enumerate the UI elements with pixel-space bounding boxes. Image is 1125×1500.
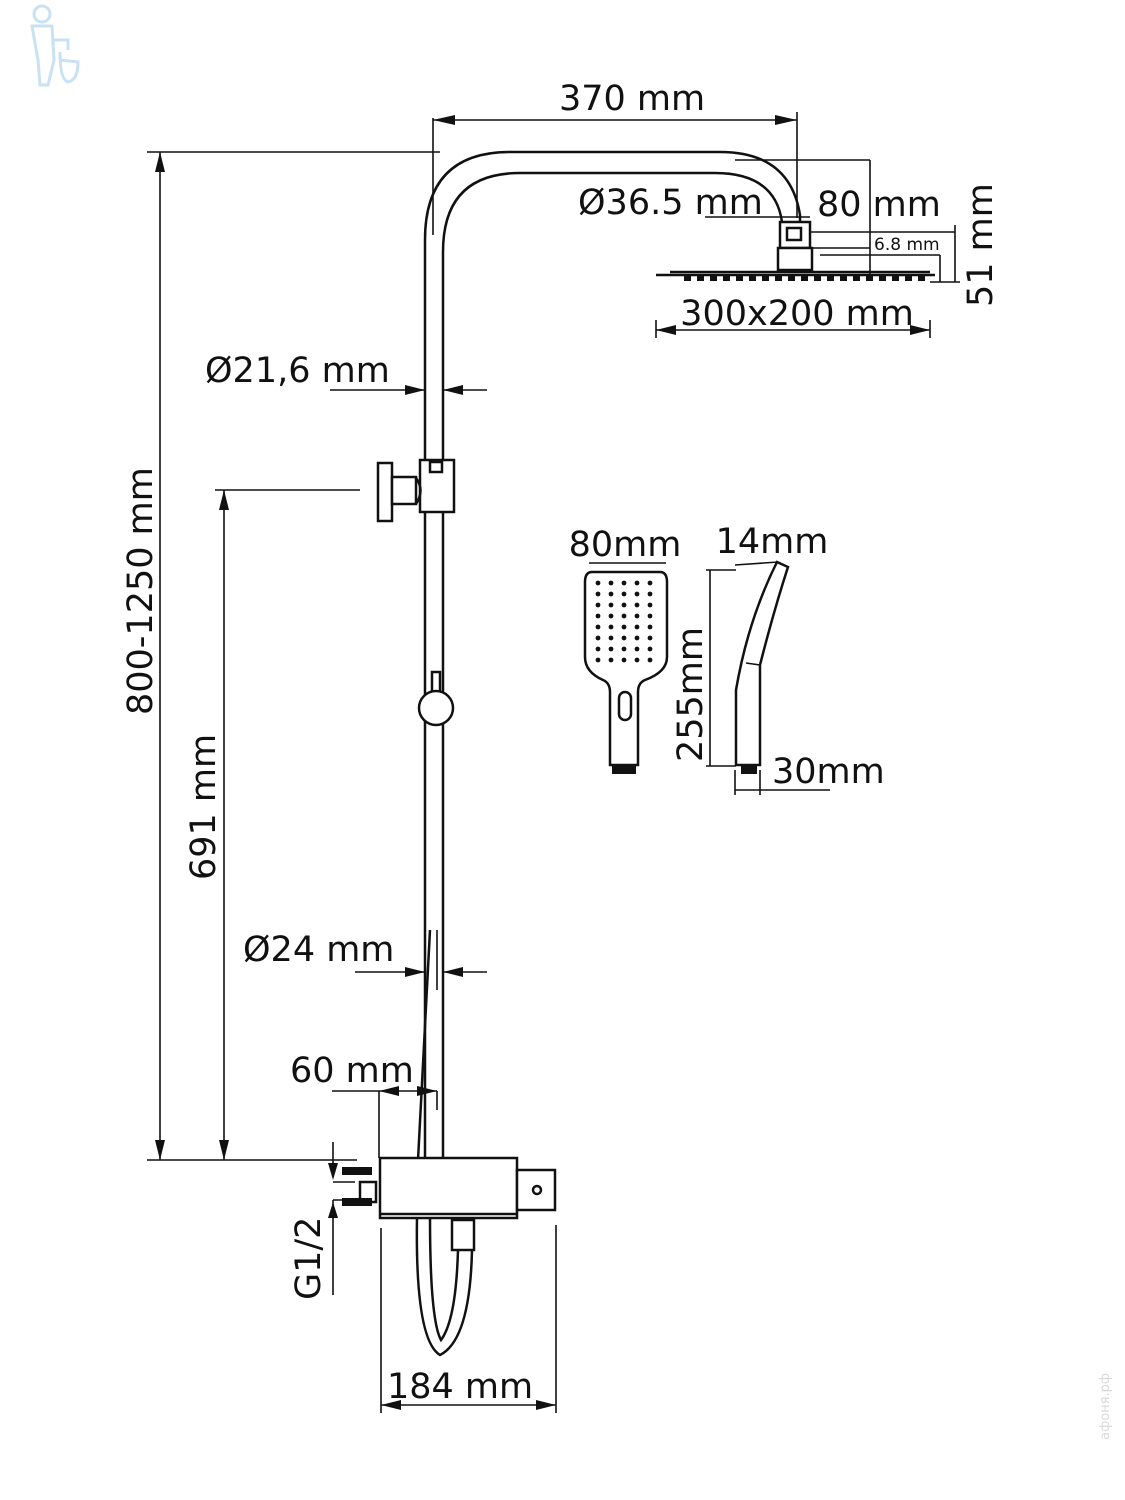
spray-hole <box>595 624 601 630</box>
spray-hole <box>608 591 614 597</box>
spray-hole <box>634 657 640 663</box>
spray-hole <box>647 624 653 630</box>
dimension-lines <box>147 112 960 1413</box>
nozzle <box>827 276 834 281</box>
nozzle <box>749 276 756 281</box>
spray-hole <box>634 635 640 641</box>
spray-hole <box>608 657 614 663</box>
label-hand-thickness: 14mm <box>716 522 829 562</box>
spray-hole <box>647 646 653 652</box>
label-hand-length: 255mm <box>671 627 711 762</box>
nozzle <box>775 276 782 281</box>
spray-hole <box>608 646 614 652</box>
label-arm-reach: 370 mm <box>559 79 705 119</box>
spray-hole <box>634 602 640 608</box>
nozzle <box>853 276 860 281</box>
label-hand-width: 80mm <box>569 525 682 565</box>
label-connector: 6.8 mm <box>874 235 940 255</box>
spray-hole <box>647 635 653 641</box>
hand-shower-front <box>583 562 669 774</box>
label-head-height: 51 mm <box>961 183 1001 307</box>
pipe-holder <box>376 458 456 523</box>
label-total-height: 800-1250 mm <box>121 467 161 715</box>
nozzle <box>892 276 899 281</box>
spray-hole <box>608 602 614 608</box>
nozzle <box>918 276 925 281</box>
mascot-logo <box>30 4 80 87</box>
spray-hole <box>647 580 653 586</box>
label-lower-diameter: Ø24 mm <box>243 930 394 970</box>
spray-hole <box>608 624 614 630</box>
spray-hole <box>647 657 653 663</box>
spray-hole <box>634 624 640 630</box>
nozzle <box>723 276 730 281</box>
nozzle <box>762 276 769 281</box>
spray-hole <box>647 613 653 619</box>
spray-hole <box>621 657 627 663</box>
spray-hole <box>634 613 640 619</box>
nozzle <box>905 276 912 281</box>
spray-hole <box>621 646 627 652</box>
nozzle <box>710 276 717 281</box>
spray-hole <box>595 613 601 619</box>
label-head-depth: 80 mm <box>817 185 941 225</box>
spray-hole <box>621 635 627 641</box>
dimension-labels: 370 mm Ø36.5 mm 80 mm 6.8 mm 51 mm 300x2… <box>121 79 1001 1407</box>
spray-hole <box>621 580 627 586</box>
label-head-size: 300x200 mm <box>680 294 914 334</box>
spray-hole <box>608 613 614 619</box>
spray-hole <box>634 646 640 652</box>
spray-hole <box>595 657 601 663</box>
spray-hole <box>595 580 601 586</box>
spray-hole <box>595 602 601 608</box>
slider-knob <box>417 670 455 727</box>
nozzle <box>879 276 886 281</box>
spray-hole <box>621 624 627 630</box>
spray-hole <box>595 591 601 597</box>
nozzle <box>840 276 847 281</box>
hose-line <box>416 929 432 1161</box>
nozzle <box>697 276 704 281</box>
spray-hole <box>647 602 653 608</box>
spray-hole <box>595 635 601 641</box>
nozzle <box>814 276 821 281</box>
spray-hole <box>634 591 640 597</box>
spray-hole <box>608 635 614 641</box>
nozzle <box>736 276 743 281</box>
label-holder-height: 691 mm <box>184 734 224 880</box>
spray-hole <box>621 591 627 597</box>
label-inlet-thread: G1/2 <box>289 1217 329 1300</box>
spray-hole <box>595 646 601 652</box>
rain-shower-head <box>656 220 935 281</box>
nozzle <box>684 276 691 281</box>
thermostatic-mixer <box>342 1156 557 1357</box>
spray-hole <box>647 591 653 597</box>
spray-hole <box>634 580 640 586</box>
label-mixer-width: 184 mm <box>387 1367 533 1407</box>
watermark: афоня.рф <box>1098 1373 1113 1440</box>
spray-hole <box>621 613 627 619</box>
spray-hole <box>608 580 614 586</box>
spray-hole <box>621 602 627 608</box>
nozzle <box>866 276 873 281</box>
label-upper-diameter: Ø21,6 mm <box>205 351 390 391</box>
nozzle <box>801 276 808 281</box>
nozzle <box>788 276 795 281</box>
label-hand-base: 30mm <box>772 752 885 792</box>
riser-pipe <box>423 150 802 1160</box>
label-wall-offset: 60 mm <box>290 1051 414 1091</box>
hand-shower-side <box>706 560 830 795</box>
label-arm-diameter: Ø36.5 mm <box>578 183 763 223</box>
